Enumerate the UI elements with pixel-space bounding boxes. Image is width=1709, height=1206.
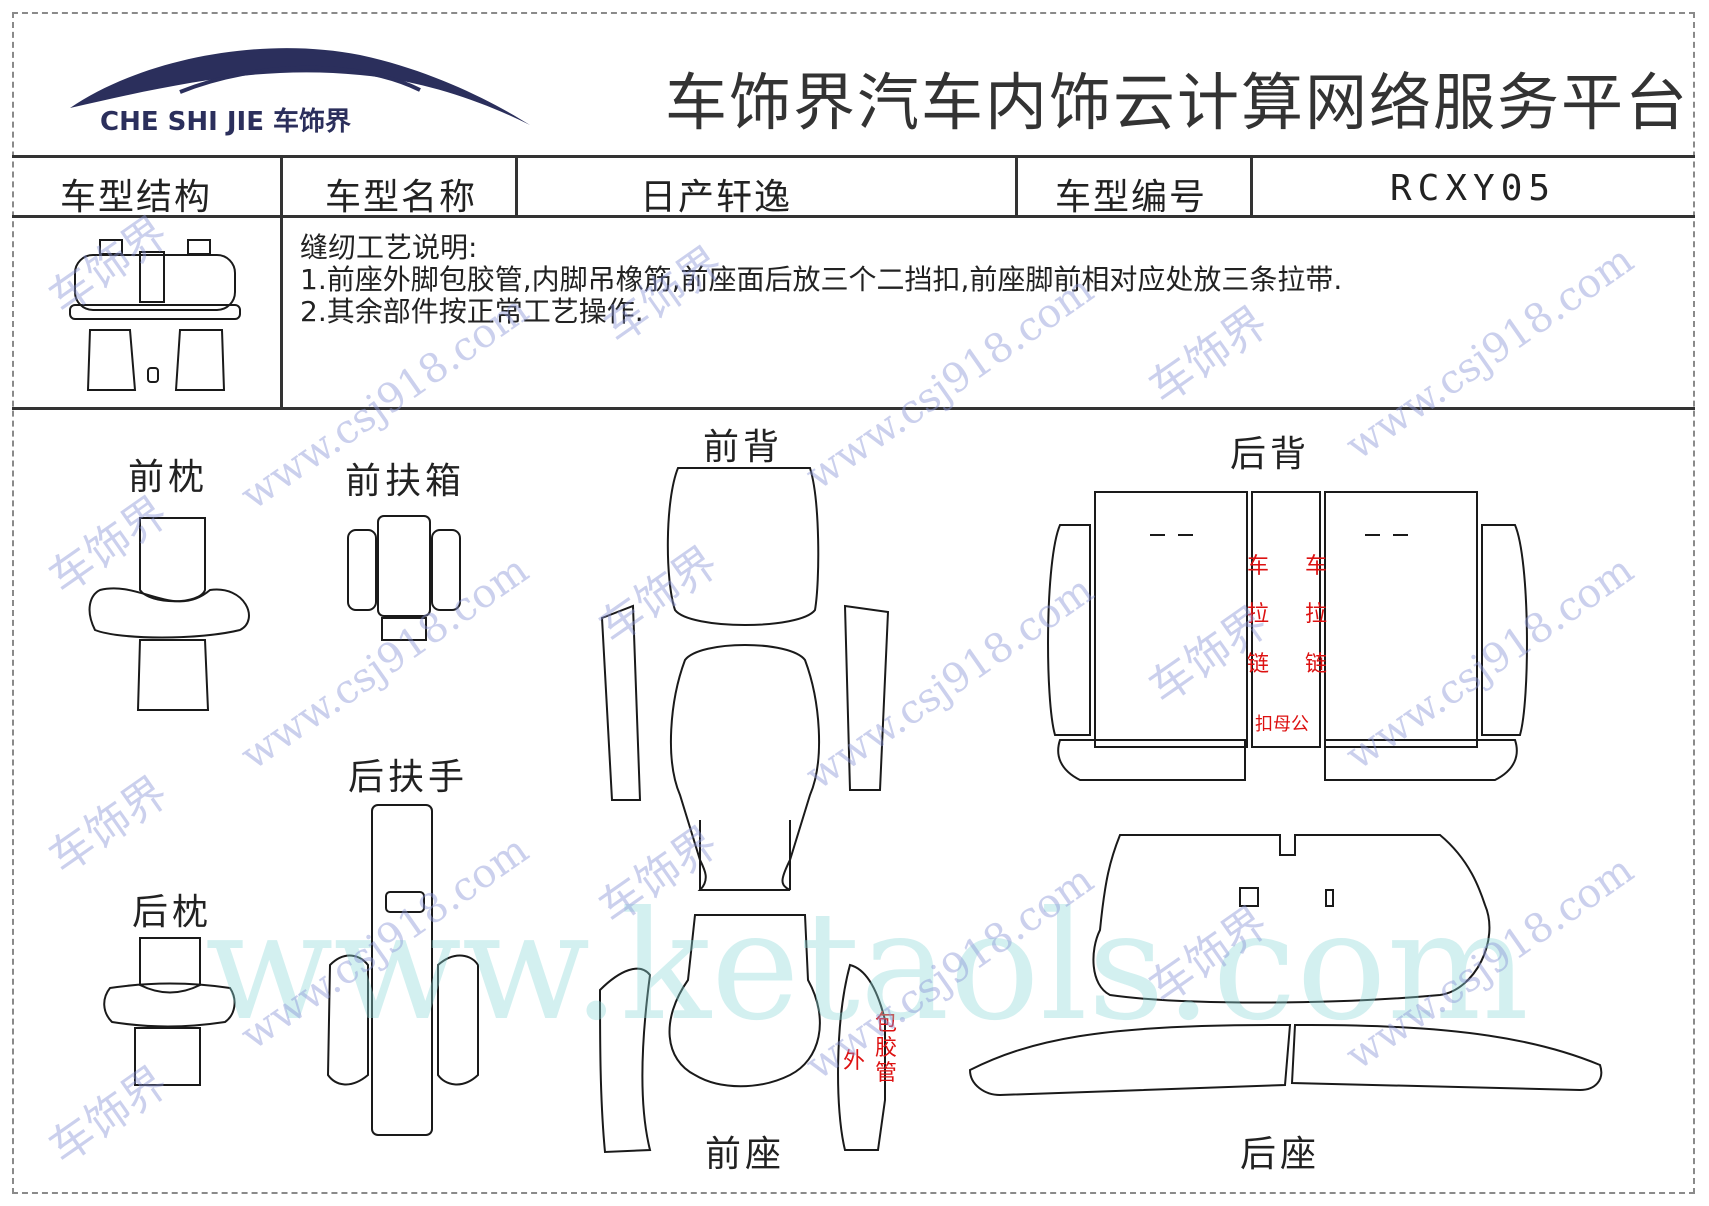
name-value-divider [1015, 155, 1018, 215]
che-shi-jie-logo: CHE SHI JIE 车饰界 [70, 48, 530, 137]
rear-seat-pattern [968, 834, 1603, 1097]
platform-title: 车饰界汽车内饰云计算网络服务平台 [665, 66, 1690, 139]
front-pillow-pattern [88, 517, 250, 711]
header-divider [12, 155, 1695, 158]
info-row-divider [12, 215, 1695, 218]
annotation-wrap: 包 [875, 1011, 898, 1036]
annotation-snap: 扣母公 [1255, 714, 1309, 735]
model-code-label: 车型编号 [1055, 177, 1208, 218]
annotation-tube: 管 [875, 1061, 898, 1086]
annotation-chain-right: 链 [1305, 652, 1328, 677]
name-label-divider [515, 155, 518, 215]
notes-line-1: 1.前座外脚包胶管,内脚吊橡筋,前座面后放三个二挡扣,前座脚前相对应处放三条拉带… [300, 263, 1343, 296]
rear-armrest-pattern [326, 804, 479, 1136]
structure-column-divider [280, 155, 283, 407]
notes-divider [12, 407, 1695, 410]
annotation-chain-left: 链 [1247, 652, 1270, 677]
label-front-back: 前背 [703, 427, 784, 468]
annotation-car-right: 车 [1305, 554, 1328, 579]
notes-heading: 缝纫工艺说明: [300, 231, 478, 264]
model-name-value: 日产轩逸 [640, 177, 793, 218]
seat-structure-thumbnail [69, 239, 241, 391]
annotation-rubber: 胶 [875, 1036, 898, 1061]
label-front-armrest-box: 前扶箱 [345, 461, 466, 502]
logo-text: CHE SHI JIE 车饰界 [100, 106, 351, 137]
label-front-pillow: 前枕 [128, 457, 209, 498]
annotation-pull-left: 拉 [1247, 602, 1270, 627]
front-armrest-box-pattern [347, 515, 461, 641]
label-rear-seat: 后座 [1240, 1134, 1321, 1175]
rear-pillow-pattern [103, 937, 236, 1086]
model-code-value: RCXY05 [1390, 168, 1557, 209]
annotation-outer: 外 [843, 1049, 866, 1074]
annotation-pull-right: 拉 [1305, 602, 1328, 627]
label-front-seat: 前座 [705, 1134, 786, 1175]
sheet-border [12, 12, 1695, 1194]
code-label-divider [1250, 155, 1253, 215]
annotation-car-left: 车 [1247, 554, 1270, 579]
label-rear-pillow: 后枕 [132, 892, 213, 933]
rear-back-pattern [1047, 491, 1528, 781]
label-rear-back: 后背 [1230, 434, 1311, 475]
sewing-notes: 缝纫工艺说明: 1.前座外脚包胶管,内脚吊橡筋,前座面后放三个二挡扣,前座脚前相… [300, 232, 1342, 328]
model-name-label: 车型名称 [325, 177, 478, 218]
front-seat-pattern [598, 914, 886, 1154]
notes-line-2: 2.其余部件按正常工艺操作. [300, 295, 644, 328]
label-rear-armrest: 后扶手 [348, 757, 469, 798]
structure-label: 车型结构 [60, 177, 213, 218]
front-back-pattern [600, 467, 890, 891]
